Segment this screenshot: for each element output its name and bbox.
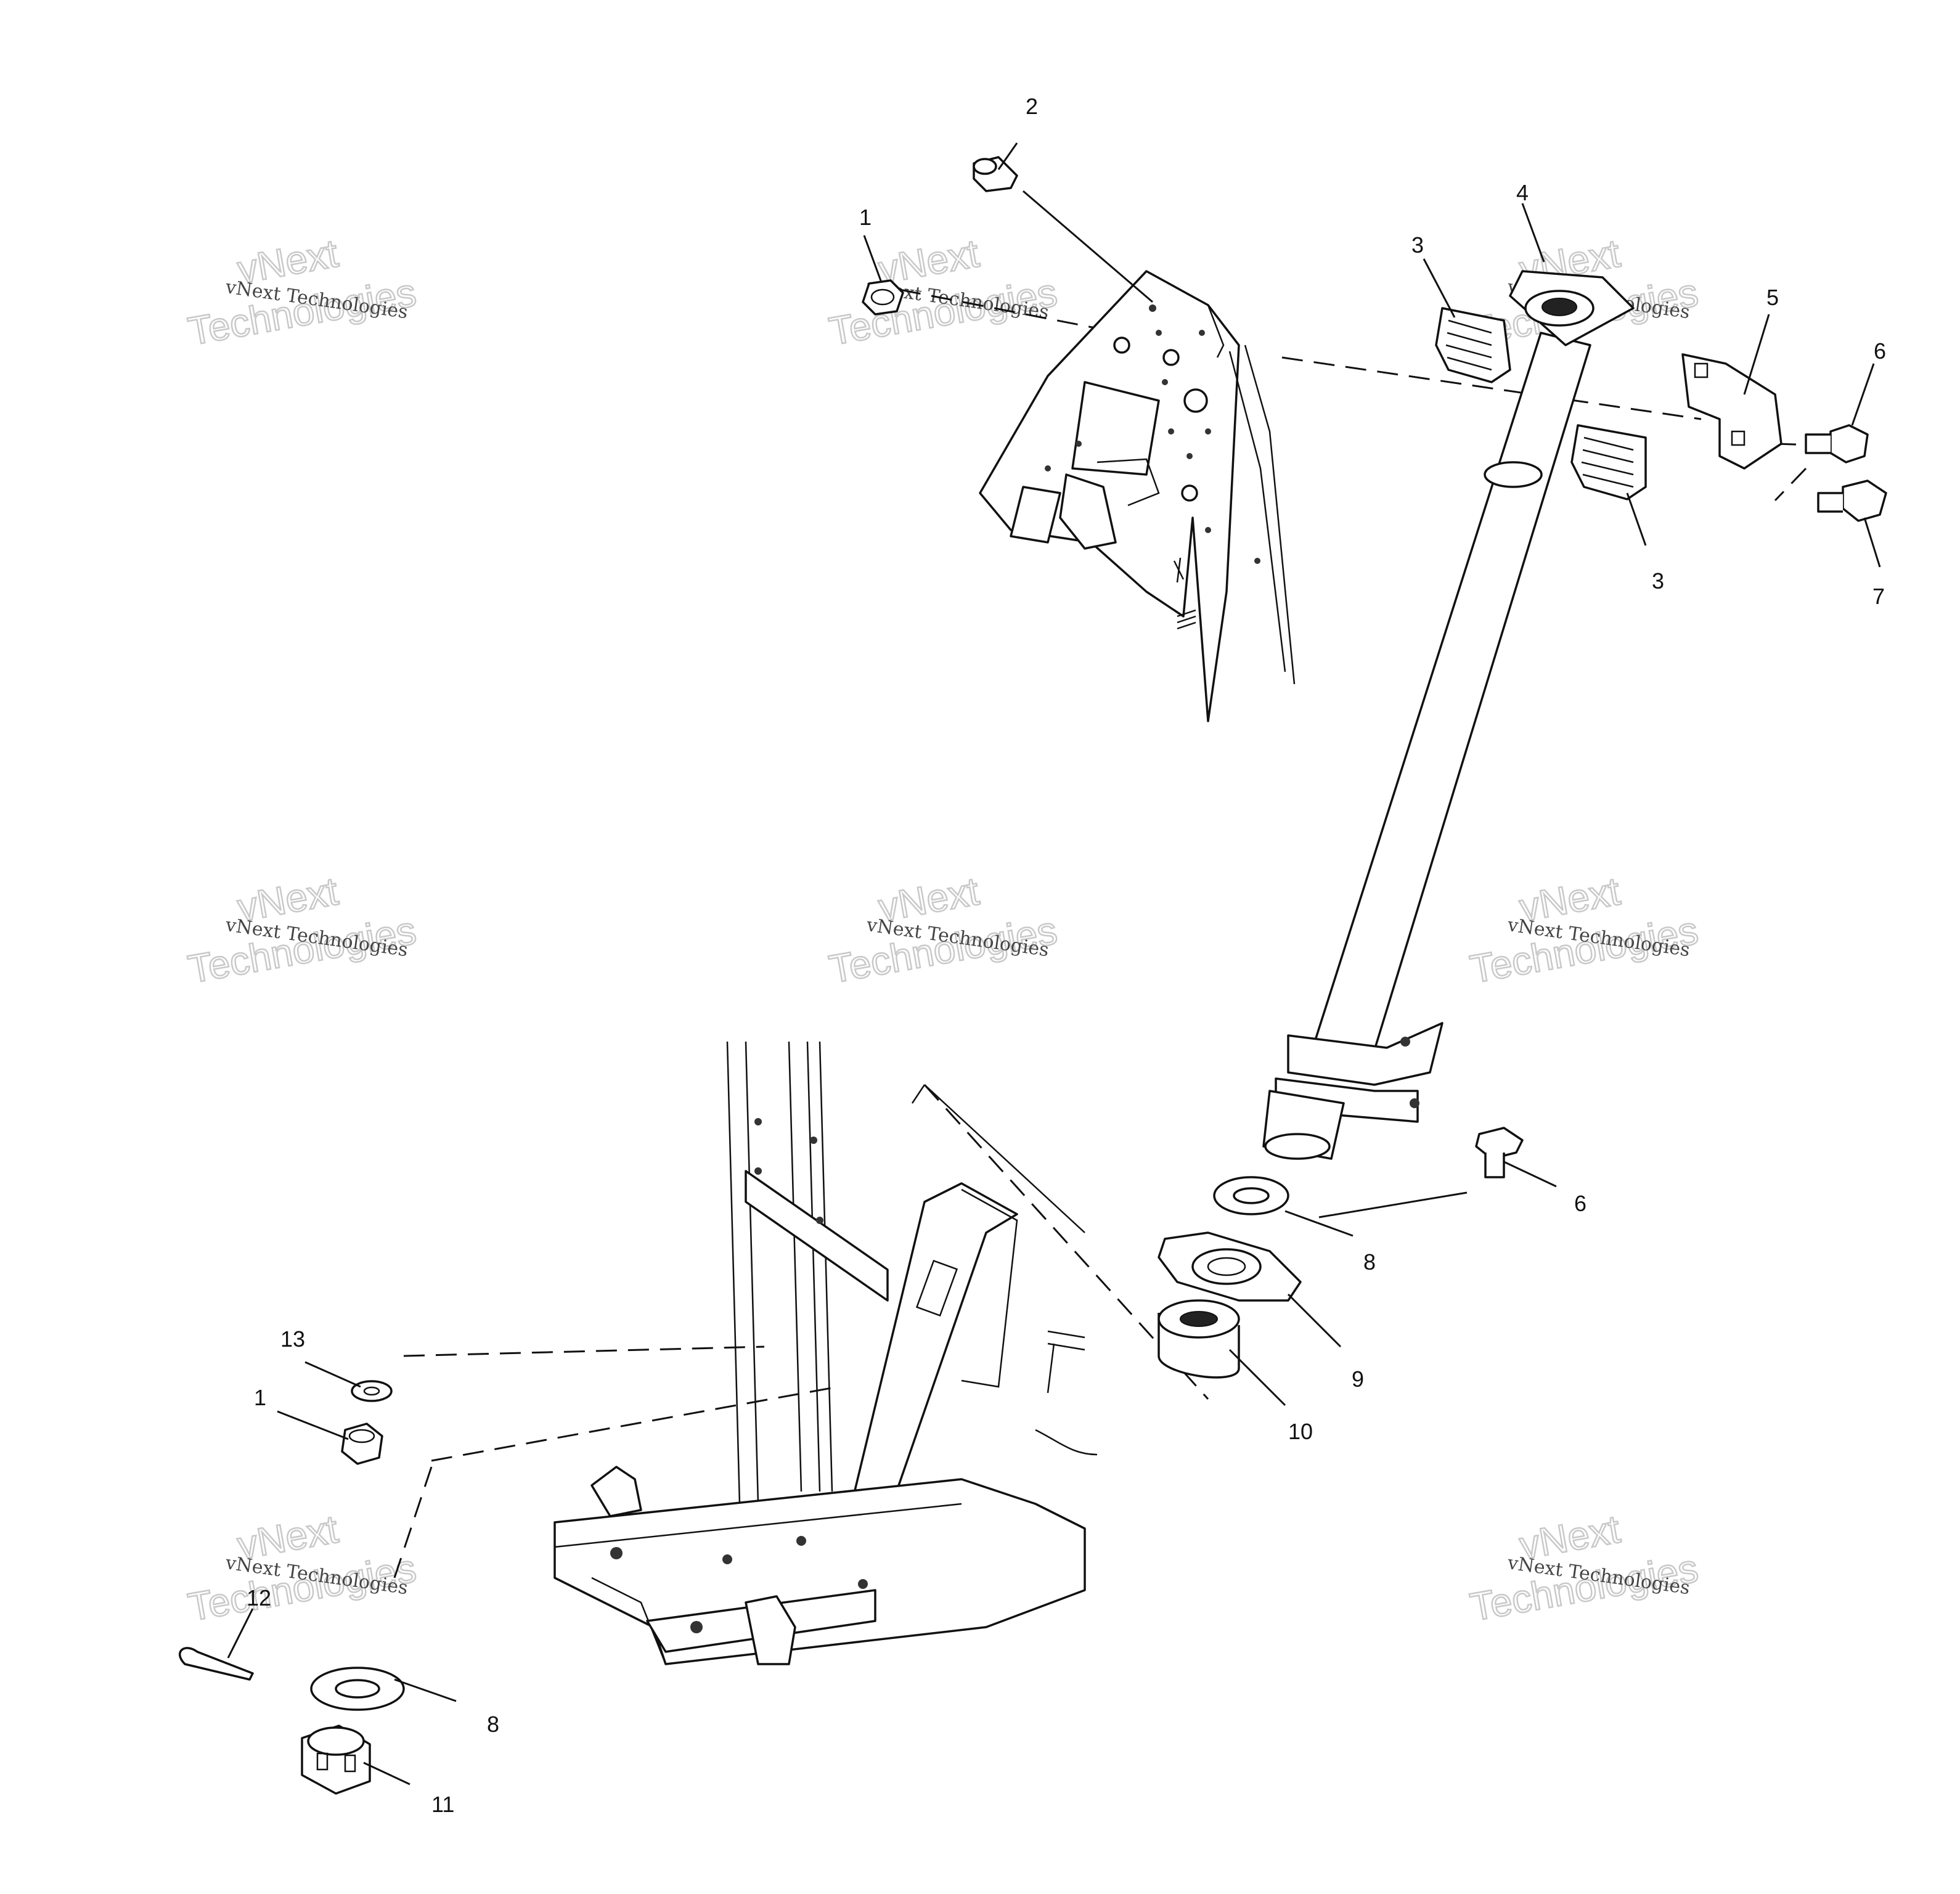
callout-3-lower: 3 (1652, 568, 1664, 594)
upper-steering-bracket (979, 270, 1296, 722)
callout-4: 4 (1516, 180, 1529, 205)
part-3-bushing-lower (1570, 424, 1647, 500)
part-11-castle-nut (301, 1725, 371, 1795)
leader-4 (1521, 203, 1545, 263)
part-3-bushing-upper (1435, 307, 1511, 383)
part-10-bushing (1158, 1299, 1240, 1379)
part-1-upper-nut (862, 279, 904, 316)
callout-labels: 1 2 3 3 4 5 6 6 7 8 8 9 10 11 12 13 1 (247, 94, 1886, 1817)
leader-1a (863, 235, 883, 283)
part-5-clamp (1681, 353, 1782, 470)
part-2-grommet (973, 156, 1018, 192)
callout-5: 5 (1766, 285, 1779, 310)
leader-2-ext (1023, 190, 1153, 303)
watermark-top-center: vNext Technologies vNext Technologies (825, 230, 1061, 354)
assembly-line-washer13 (403, 1345, 765, 1357)
callout-13: 13 (280, 1326, 305, 1352)
lower-frame-assembly (553, 1041, 1098, 1665)
assembly-line-bracket-to-clamp (1281, 356, 1702, 420)
callout-1-lower: 1 (254, 1385, 266, 1410)
callout-6-lower: 6 (1574, 1191, 1586, 1216)
part-13-washer (351, 1380, 393, 1402)
callout-2: 2 (1026, 94, 1038, 119)
callout-3-upper: 3 (1411, 232, 1424, 258)
assembly-line-nut1 (431, 1386, 839, 1462)
callout-1-upper: 1 (859, 205, 872, 230)
shaft-pitman-arm-upper (1287, 1022, 1443, 1086)
leader-3a (1423, 258, 1456, 318)
part-1-lower-nut (341, 1423, 383, 1465)
watermark-mid-center: vNext Technologies vNext Technologies (825, 868, 1061, 992)
leader-13 (304, 1361, 361, 1388)
watermark-mid-right: vNext Technologies vNext Technologies (1466, 868, 1702, 992)
leader-lines (227, 142, 1881, 1786)
part-9-bearing-flange (1158, 1231, 1302, 1302)
part-7-bolt (1817, 480, 1887, 522)
assembly-line-bolt7 (1774, 467, 1807, 502)
part-6-bolt-lower (1475, 1127, 1524, 1178)
watermark-mid-left: vNext Technologies vNext Technologies (184, 868, 420, 992)
leader-6b-ext (1318, 1191, 1468, 1218)
part-8-washer-upper (1213, 1176, 1289, 1215)
callout-9: 9 (1352, 1366, 1364, 1392)
leader-6a (1851, 363, 1875, 426)
assembly-line-pin12 (393, 1466, 433, 1578)
watermark-top-left: vNext Technologies vNext Technologies (184, 230, 420, 354)
steering-shaft (1262, 270, 1635, 1160)
callout-12: 12 (247, 1585, 271, 1610)
leader-2 (997, 142, 1018, 170)
watermark-bottom-left: vNext Technologies vNext Technologies (184, 1506, 420, 1630)
leader-11 (363, 1761, 410, 1786)
leader-8a (1284, 1210, 1354, 1237)
callout-7: 7 (1872, 584, 1885, 609)
watermark-bottom-right: vNext Technologies vNext Technologies (1466, 1506, 1702, 1630)
leader-5 (1743, 314, 1770, 395)
part-6-bolt-upper (1805, 424, 1869, 463)
part-8-washer-lower (310, 1667, 405, 1711)
leader-7 (1863, 517, 1881, 568)
bracket-cutout (1071, 381, 1160, 476)
part-12-cotter-pin (179, 1647, 254, 1681)
leader-1b (277, 1410, 349, 1440)
callout-8-upper: 8 (1363, 1249, 1376, 1275)
callout-11: 11 (431, 1792, 454, 1817)
callout-8-lower: 8 (487, 1712, 499, 1737)
leader-9 (1287, 1293, 1342, 1348)
leader-3b (1626, 492, 1647, 546)
callout-6-upper: 6 (1874, 338, 1886, 364)
callout-10: 10 (1288, 1419, 1313, 1444)
leader-8b (394, 1678, 457, 1702)
leader-6b (1503, 1161, 1557, 1188)
leader-12 (227, 1608, 254, 1659)
leader-10 (1228, 1349, 1286, 1406)
